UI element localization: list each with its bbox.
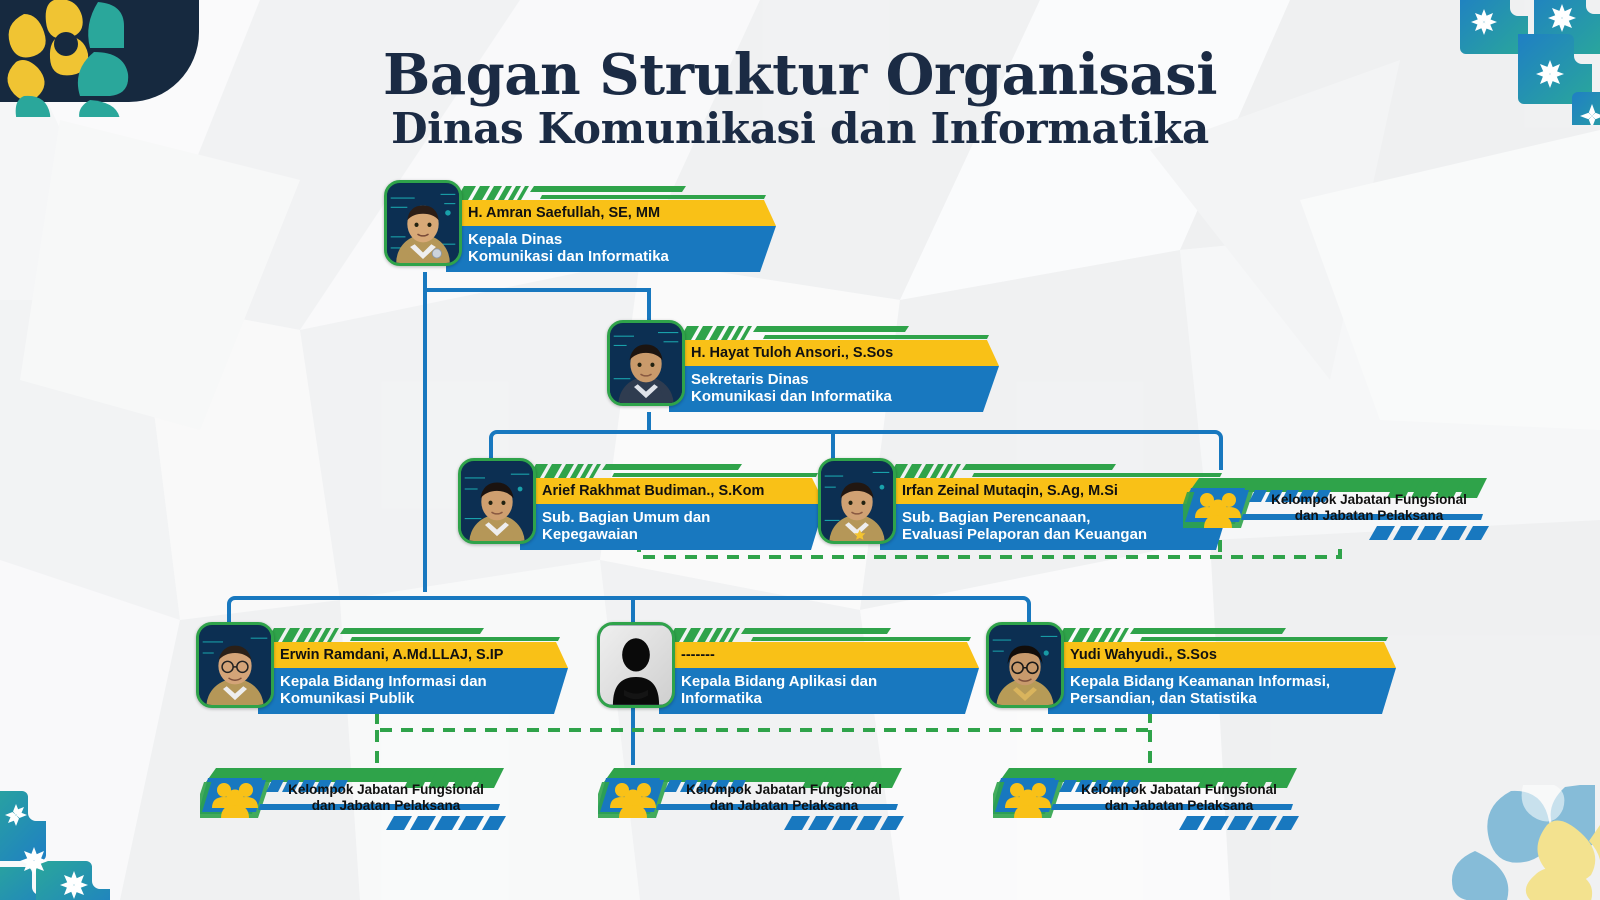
person-name: H. Amran Saefullah, SE, MM [468, 205, 661, 221]
person-photo-placeholder [597, 622, 675, 708]
functional-group-aplikasi[interactable]: Kelompok Jabatan Fungsional dan Jabatan … [598, 760, 908, 832]
person-name: Irfan Zeinal Mutaqin, S.Ag, M.Si [902, 483, 1118, 499]
card-name-banner: H. Hayat Tuloh Ansori., S.Sos [669, 340, 999, 366]
functional-group-informasi[interactable]: Kelompok Jabatan Fungsional dan Jabatan … [200, 760, 510, 832]
card-role-banner: Sub. Bagian Perencanaan, Evaluasi Pelapo… [880, 504, 1230, 550]
person-role: Sub. Bagian Perencanaan, Evaluasi Pelapo… [902, 509, 1148, 543]
title-line-2: Dinas Komunikasi dan Informatika [391, 104, 1209, 153]
card-role-banner: Kepala Bidang Aplikasi dan Informatika [659, 668, 979, 714]
person-role: Kepala Bidang Informasi dan Komunikasi P… [280, 673, 487, 707]
person-role: Kepala Bidang Keamanan Informasi, Persan… [1070, 673, 1331, 707]
functional-group-label: Kelompok Jabatan Fungsional dan Jabatan … [288, 782, 484, 813]
green-stripe-decoration [258, 628, 568, 642]
green-stripe-decoration [880, 464, 1230, 478]
person-photo [607, 320, 685, 406]
card-name-banner: Irfan Zeinal Mutaqin, S.Ag, M.Si [880, 478, 1230, 504]
dashed-bidang-fungsional-bus [375, 712, 1152, 732]
card-role-banner: Kepala Bidang Keamanan Informasi, Persan… [1048, 668, 1396, 714]
wire-corner-right [1214, 430, 1223, 439]
card-role-banner: Sub. Bagian Umum dan Kepegawaian [520, 504, 825, 550]
card-name-banner: Arief Rakhmat Budiman., S.Kom [520, 478, 825, 504]
person-photo [196, 622, 274, 708]
person-name: Yudi Wahyudi., S.Sos [1070, 647, 1217, 663]
person-role: Kepala Bidang Aplikasi dan Informatika [681, 673, 878, 707]
wire-bidang-corner-left [227, 596, 236, 605]
person-photo [986, 622, 1064, 708]
person-photo [458, 458, 536, 544]
card-name-banner: H. Amran Saefullah, SE, MM [446, 200, 776, 226]
functional-group-sekretariat[interactable]: Kelompok Jabatan Fungsional dan Jabatan … [1183, 470, 1493, 542]
card-role-banner: Kepala Bidang Informasi dan Komunikasi P… [258, 668, 568, 714]
card-name-banner: Erwin Ramdani, A.Md.LLAJ, S.IP [258, 642, 568, 668]
person-name: H. Hayat Tuloh Ansori., S.Sos [691, 345, 894, 361]
green-stripe-decoration [1048, 628, 1396, 642]
person-name: Erwin Ramdani, A.Md.LLAJ, S.IP [280, 647, 504, 663]
functional-group-label: Kelompok Jabatan Fungsional dan Jabatan … [686, 782, 882, 813]
green-stripe-decoration [446, 186, 776, 200]
person-name: ------- [681, 647, 715, 663]
functional-group-label: Kelompok Jabatan Fungsional dan Jabatan … [1081, 782, 1277, 813]
card-name-banner: ------- [659, 642, 979, 668]
person-role: Kepala Dinas Komunikasi dan Informatika [468, 231, 669, 265]
green-stripe-decoration [659, 628, 979, 642]
person-photo [818, 458, 896, 544]
wire-kepala-to-sekretaris [425, 288, 651, 330]
functional-group-label: Kelompok Jabatan Fungsional dan Jabatan … [1271, 492, 1467, 523]
card-role-banner: Sekretaris Dinas Komunikasi dan Informat… [669, 366, 999, 412]
green-stripe-decoration [669, 326, 999, 340]
green-stripe-decoration [520, 464, 825, 478]
person-role: Sekretaris Dinas Komunikasi dan Informat… [691, 371, 892, 405]
card-name-banner: Yudi Wahyudi., S.Sos [1048, 642, 1396, 668]
person-role: Sub. Bagian Umum dan Kepegawaian [542, 509, 711, 543]
person-photo [384, 180, 462, 266]
functional-group-keamanan[interactable]: Kelompok Jabatan Fungsional dan Jabatan … [993, 760, 1303, 832]
card-role-banner: Kepala Dinas Komunikasi dan Informatika [446, 226, 776, 272]
title-line-1: Bagan Struktur Organisasi [382, 42, 1218, 108]
wire-corner-left [489, 430, 498, 439]
wire-bidang-corner-right [1022, 596, 1031, 605]
person-name: Arief Rakhmat Budiman., S.Kom [542, 483, 765, 499]
poster-title: Bagan Struktur Organisasi Dinas Komunika… [0, 46, 1600, 152]
